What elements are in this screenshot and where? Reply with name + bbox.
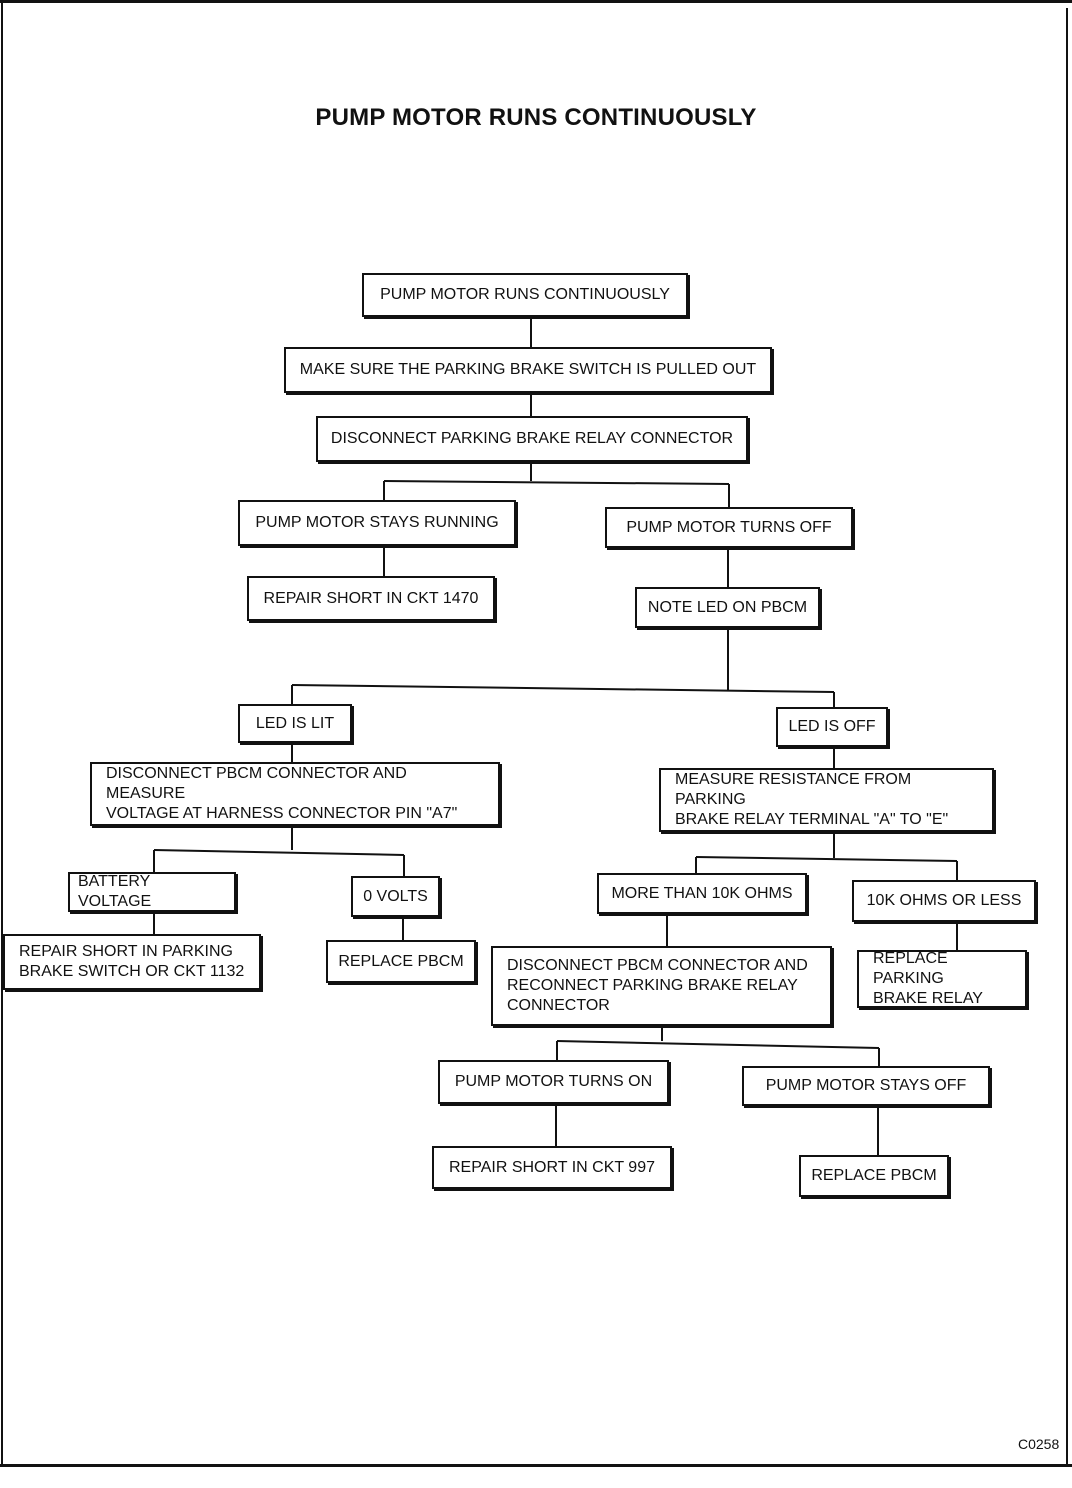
node-pump-motor-turns-on: PUMP MOTOR TURNS ON (438, 1060, 669, 1104)
node-led-off: LED IS OFF (776, 707, 888, 747)
node-measure-resistance: MEASURE RESISTANCE FROM PARKING BRAKE RE… (659, 768, 994, 832)
node-repair-ckt-1132: REPAIR SHORT IN PARKING BRAKE SWITCH OR … (3, 934, 261, 990)
node-replace-pbcm-left: REPLACE PBCM (326, 940, 476, 983)
node-disconnect-relay-connector: DISCONNECT PARKING BRAKE RELAY CONNECTOR (316, 416, 748, 462)
node-start: PUMP MOTOR RUNS CONTINUOUSLY (362, 273, 688, 317)
node-pump-motor-turns-off: PUMP MOTOR TURNS OFF (605, 507, 853, 548)
connector-line (291, 684, 835, 693)
node-replace-relay: REPLACE PARKING BRAKE RELAY (857, 950, 1027, 1008)
node-note-led: NOTE LED ON PBCM (635, 587, 820, 628)
node-reconnect-relay: DISCONNECT PBCM CONNECTOR AND RECONNECT … (491, 946, 832, 1026)
node-repair-ckt-1470: REPAIR SHORT IN CKT 1470 (247, 576, 495, 621)
node-replace-pbcm-right: REPLACE PBCM (799, 1155, 949, 1197)
node-led-lit: LED IS LIT (238, 704, 352, 743)
node-more-than-10k-ohms: MORE THAN 10K OHMS (597, 873, 807, 914)
page-title: PUMP MOTOR RUNS CONTINUOUSLY (315, 104, 757, 131)
node-battery-voltage: BATTERY VOLTAGE (68, 872, 236, 912)
connector-line (695, 856, 958, 862)
node-check-parking-brake-switch: MAKE SURE THE PARKING BRAKE SWITCH IS PU… (284, 347, 772, 393)
node-zero-volts: 0 VOLTS (351, 876, 440, 917)
node-pump-motor-stays-running: PUMP MOTOR STAYS RUNNING (238, 500, 516, 546)
page-border-left (1, 0, 3, 1465)
node-10k-ohms-or-less: 10K OHMS OR LESS (852, 880, 1036, 922)
connector-line (556, 1040, 880, 1049)
node-repair-ckt-997: REPAIR SHORT IN CKT 997 (432, 1146, 672, 1189)
page-border-bottom (0, 1464, 1072, 1467)
page-border-top (0, 0, 1072, 3)
node-measure-voltage: DISCONNECT PBCM CONNECTOR AND MEASURE VO… (90, 762, 500, 826)
node-pump-motor-stays-off: PUMP MOTOR STAYS OFF (742, 1066, 990, 1106)
connector-line (153, 849, 405, 856)
page-border-right (1066, 8, 1068, 1466)
figure-code: C0258 (1018, 1436, 1060, 1452)
connector-line (383, 480, 730, 485)
